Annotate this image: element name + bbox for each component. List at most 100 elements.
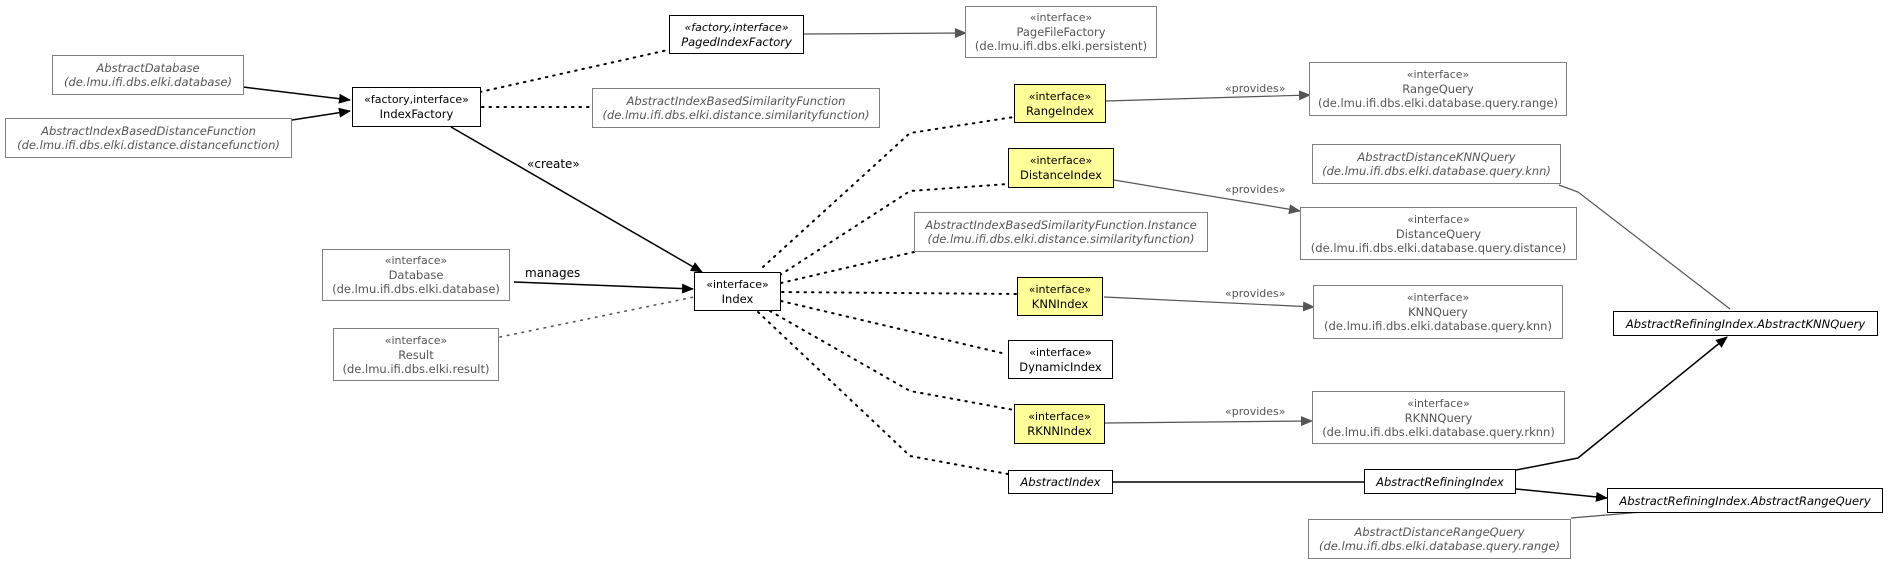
edge-refiningindex-knnquery	[1515, 336, 1728, 471]
node-name: AbstractRefiningIndex.AbstractRangeQuery	[1619, 493, 1871, 508]
node-stereotype: «interface»	[1406, 291, 1470, 304]
node-name: PagedIndexFactory	[681, 34, 792, 49]
node-name: AbstractIndex	[1020, 475, 1101, 489]
node-stereotype: «factory,interface»	[364, 93, 469, 106]
edge-index-abstractindex	[757, 311, 1009, 475]
edge-index-similarityinstance	[780, 251, 915, 284]
node-name: AbstractIndexBasedSimilarityFunction.Ins…	[925, 218, 1197, 232]
node-name: Result	[398, 347, 434, 362]
node-package: (de.lmu.ifi.dbs.elki.persistent)	[974, 39, 1148, 53]
node-stereotype: «interface»	[1407, 396, 1470, 410]
class-abstract-index-based-distance-function[interactable]: AbstractIndexBasedDistanceFunction (de.l…	[5, 118, 292, 158]
class-abstract-distance-range-query[interactable]: AbstractDistanceRangeQuery (de.lmu.ifi.d…	[1308, 519, 1571, 559]
node-name: AbstractIndexBasedDistanceFunction	[41, 124, 256, 138]
node-name: Database	[388, 268, 444, 282]
node-name: RKNNIndex	[1027, 424, 1092, 438]
node-name: DistanceIndex	[1020, 168, 1102, 182]
class-abstract-refining-index[interactable]: AbstractRefiningIndex	[1364, 469, 1516, 494]
interface-paged-index-factory[interactable]: «factory,interface» PagedIndexFactory	[669, 15, 804, 54]
node-name: PageFileFactory	[1016, 25, 1106, 39]
edge-abstractdatabase-indexfactory	[242, 86, 351, 104]
node-stereotype: «factory,interface»	[684, 20, 789, 34]
interface-distance-query[interactable]: «interface» DistanceQuery (de.lmu.ifi.db…	[1300, 207, 1577, 260]
edge-index-rknnindex	[769, 310, 1015, 411]
interface-rknn-index[interactable]: «interface» RKNNIndex	[1014, 404, 1105, 444]
class-abstract-distance-knn-query[interactable]: AbstractDistanceKNNQuery (de.lmu.ifi.dbs…	[1312, 144, 1561, 184]
node-name: IndexFactory	[379, 107, 454, 121]
class-similarity-function-instance[interactable]: AbstractIndexBasedSimilarityFunction.Ins…	[914, 212, 1208, 252]
edge-index-rangeindex	[762, 116, 1015, 268]
node-name: AbstractRefiningIndex.AbstractKNNQuery	[1625, 316, 1866, 331]
class-abstract-index[interactable]: AbstractIndex	[1008, 470, 1113, 494]
node-package: (de.lmu.ifi.dbs.elki.database.query.rang…	[1318, 539, 1561, 553]
edge-distanceindex-distancequery	[1113, 179, 1301, 215]
node-stereotype: «interface»	[1029, 154, 1093, 167]
node-stereotype: «interface»	[1029, 11, 1093, 24]
node-stereotype: «interface»	[1028, 89, 1092, 103]
node-name: Index	[721, 291, 754, 306]
class-abstract-refining-index-knn-query[interactable]: AbstractRefiningIndex.AbstractKNNQuery	[1613, 311, 1878, 336]
node-stereotype: «interface»	[1407, 212, 1470, 226]
node-package: (de.lmu.ifi.dbs.elki.distance.similarity…	[927, 232, 1195, 246]
node-package: (de.lmu.ifi.dbs.elki.database.query.dist…	[1310, 240, 1567, 255]
interface-page-file-factory[interactable]: «interface» PageFileFactory (de.lmu.ifi.…	[965, 6, 1157, 58]
interface-knn-index[interactable]: «interface» KNNIndex	[1017, 277, 1103, 316]
interface-rknn-query[interactable]: «interface» RKNNQuery (de.lmu.ifi.dbs.el…	[1312, 391, 1565, 444]
interface-distance-index[interactable]: «interface» DistanceIndex	[1008, 148, 1114, 188]
node-stereotype: «interface»	[1028, 282, 1092, 296]
interface-database[interactable]: «interface» Database (de.lmu.ifi.dbs.elk…	[322, 249, 510, 301]
node-package: (de.lmu.ifi.dbs.elki.distance.similarity…	[602, 108, 870, 122]
edge-distancefunction-indexfactory	[291, 107, 351, 121]
edge-label-provides-knn: «provides»	[1225, 287, 1286, 300]
node-name: AbstractDistanceRangeQuery	[1354, 525, 1525, 539]
node-package: (de.lmu.ifi.dbs.elki.distance.distancefu…	[17, 138, 280, 152]
node-package: (de.lmu.ifi.dbs.elki.database)	[332, 282, 500, 296]
edge-rangeindex-rangequery	[1105, 90, 1311, 102]
node-stereotype: «interface»	[1406, 68, 1470, 81]
edge-index-distanceindex	[779, 183, 1009, 276]
node-package: (de.lmu.ifi.dbs.elki.database.query.rknn…	[1322, 424, 1555, 439]
node-package: (de.lmu.ifi.dbs.elki.database)	[64, 75, 232, 89]
node-name: DynamicIndex	[1019, 359, 1102, 374]
interface-dynamic-index[interactable]: «interface» DynamicIndex	[1008, 340, 1113, 379]
node-package: (de.lmu.ifi.dbs.elki.database.query.rang…	[1317, 96, 1559, 110]
edge-indexfactory-index-create	[450, 126, 703, 273]
edge-refiningindex-rangequery	[1515, 488, 1608, 502]
edge-database-index-manages	[513, 281, 694, 294]
node-package: (de.lmu.ifi.dbs.elki.database.query.knn)	[1324, 319, 1552, 333]
node-name: DistanceQuery	[1395, 226, 1482, 241]
edge-label-manages: manages	[525, 266, 581, 280]
edge-index-dynamicindex	[780, 300, 1007, 355]
node-name: AbstractIndexBasedSimilarityFunction	[626, 94, 846, 108]
edge-label-create: «create»	[527, 157, 580, 171]
node-name: RangeQuery	[1402, 82, 1474, 96]
node-name: RangeIndex	[1025, 103, 1095, 118]
node-name: AbstractRefiningIndex	[1376, 474, 1504, 489]
interface-index-factory[interactable]: «factory,interface» IndexFactory	[352, 87, 481, 127]
edge-label-provides-rknn: «provides»	[1225, 405, 1286, 418]
interface-result[interactable]: «interface» Result (de.lmu.ifi.dbs.elki.…	[333, 328, 499, 381]
node-stereotype: «interface»	[1029, 345, 1092, 359]
interface-range-query[interactable]: «interface» RangeQuery (de.lmu.ifi.dbs.e…	[1309, 62, 1567, 116]
node-name: KNNIndex	[1031, 296, 1089, 311]
edge-distancerangequery-refiningrangequery	[1570, 511, 1643, 519]
edge-index-knnindex	[781, 291, 1018, 295]
node-stereotype: «interface»	[706, 277, 769, 291]
node-package: (de.lmu.ifi.dbs.elki.database.query.knn)	[1322, 164, 1551, 178]
node-name: RKNNQuery	[1404, 410, 1473, 425]
class-abstract-index-based-similarity-function[interactable]: AbstractIndexBasedSimilarityFunction (de…	[592, 88, 880, 128]
edge-label-provides-distance: «provides»	[1225, 183, 1286, 196]
class-abstract-refining-index-range-query[interactable]: AbstractRefiningIndex.AbstractRangeQuery	[1607, 488, 1883, 513]
edge-result-index	[499, 296, 695, 338]
edge-knnindex-knnquery	[1103, 296, 1315, 312]
edge-label-provides-range: «provides»	[1225, 82, 1286, 95]
class-abstract-database[interactable]: AbstractDatabase (de.lmu.ifi.dbs.elki.da…	[52, 55, 244, 95]
node-stereotype: «interface»	[1028, 410, 1091, 423]
edge-indexfactory-pagedindexfactory	[479, 49, 669, 93]
interface-index[interactable]: «interface» Index	[694, 272, 781, 311]
node-name: AbstractDistanceKNNQuery	[1357, 150, 1516, 164]
edge-pagedindexfactory-pagefilefactory	[803, 28, 967, 39]
interface-range-index[interactable]: «interface» RangeIndex	[1014, 84, 1106, 123]
interface-knn-query[interactable]: «interface» KNNQuery (de.lmu.ifi.dbs.elk…	[1313, 285, 1563, 339]
